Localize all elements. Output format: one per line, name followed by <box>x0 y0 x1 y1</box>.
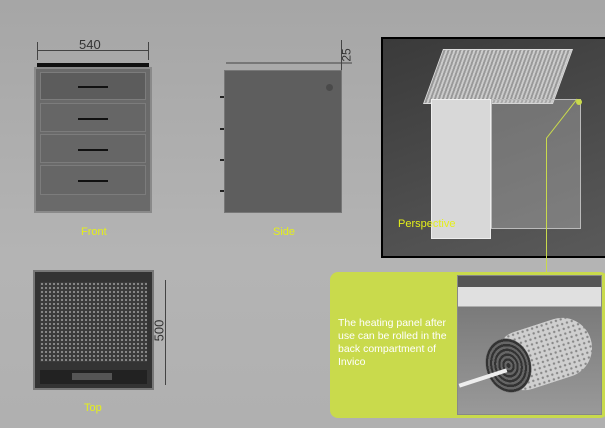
side-label: Side <box>273 226 296 238</box>
drawer <box>40 103 146 132</box>
front-width-dimension: 540 <box>79 37 101 52</box>
perspective-cabinet-front <box>431 99 491 239</box>
handle-tick <box>220 190 224 192</box>
side-view: 25 <box>218 40 358 220</box>
callout-text: The heating panel after use can be rolle… <box>338 317 447 368</box>
top-control-panel <box>40 370 147 384</box>
handle-tick <box>220 96 224 98</box>
perspective-label: Perspective <box>398 218 456 230</box>
side-height-dimension: 25 <box>339 48 354 62</box>
front-label: Front <box>81 226 107 238</box>
rolled-panel-image <box>457 275 602 415</box>
top-depth-dimension: 500 <box>151 319 167 342</box>
side-dimension-line <box>341 40 342 70</box>
dimension-tick <box>37 42 38 60</box>
heating-panel-grid <box>40 282 147 362</box>
drawer-handle <box>78 148 108 151</box>
perspective-cabinet-body <box>491 99 581 229</box>
cooktop-bar <box>37 63 149 67</box>
handle-tick <box>220 128 224 130</box>
front-dimension-line <box>37 50 149 51</box>
callout-box: The heating panel after use can be rolle… <box>330 272 605 418</box>
dimension-tick <box>148 42 149 60</box>
drawer <box>40 134 146 163</box>
side-top-line <box>226 62 352 64</box>
handle-tick <box>220 159 224 161</box>
top-dimension-line <box>165 280 166 385</box>
callout-leader-line <box>546 138 547 272</box>
indicator-dot <box>576 99 582 105</box>
perspective-cabinet-top <box>422 49 574 104</box>
top-view <box>33 270 154 390</box>
drawer-handle <box>78 86 108 88</box>
drawer <box>40 72 146 100</box>
side-cabinet <box>224 70 342 213</box>
side-knob <box>326 84 333 91</box>
drawer-handle <box>78 117 108 120</box>
top-label: Top <box>84 402 102 414</box>
drawer-handle <box>78 180 108 182</box>
front-view: 540 <box>34 37 157 218</box>
front-cabinet <box>34 67 152 213</box>
drawer <box>40 165 146 195</box>
perspective-frame <box>381 37 605 258</box>
display <box>72 373 112 380</box>
